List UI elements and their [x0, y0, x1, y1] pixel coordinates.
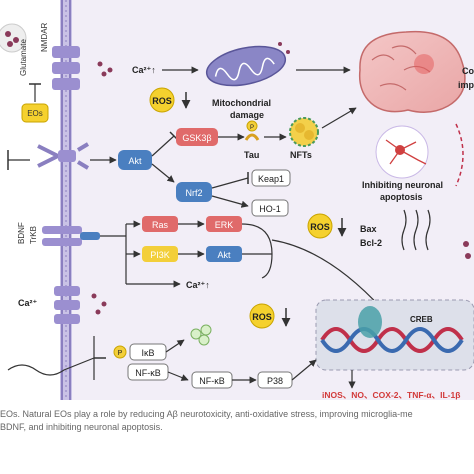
ras-node: Ras — [142, 216, 178, 232]
nucleus — [315, 299, 474, 371]
edge-dot — [465, 253, 471, 259]
eos-badge: EOs — [21, 103, 49, 123]
keap1-node: Keap1 — [251, 169, 291, 187]
cognition-label-2: imp — [458, 80, 474, 90]
ras-label: Ras — [152, 220, 169, 230]
akt-label: Akt — [128, 156, 142, 166]
dashed-loop — [455, 123, 464, 187]
bax-label: Bax — [360, 224, 377, 234]
mitochondrion — [205, 42, 290, 87]
nrf2-inhibit-keap1 — [211, 177, 249, 189]
ros-badge-mid: ROS — [307, 213, 333, 239]
trkb-receptor — [42, 226, 100, 246]
ca-left-label: Ca²⁺ — [18, 298, 38, 308]
neuron-icon — [375, 125, 429, 179]
akt-inhibit-gsk3b — [151, 135, 175, 157]
nrf2-label: Nrf2 — [185, 188, 202, 198]
pathway-diagram: NMDAR Glutamate EOs Ca²⁺↑ Mitochondrial … — [0, 0, 474, 400]
caption-line-1: EOs. Natural EOs play a role by reducing… — [0, 409, 413, 419]
erk-node: ERK — [206, 216, 242, 232]
ca-ion — [101, 71, 107, 77]
ros-label-low: ROS — [252, 312, 272, 322]
wavy-line — [425, 209, 431, 251]
caption-line-2: BDNF, and inhibiting neuronal apoptosis. — [0, 422, 163, 432]
gsk3b-node: GSK3β — [176, 128, 218, 146]
ikb-label: IκB — [141, 348, 154, 358]
keap1-label: Keap1 — [258, 174, 284, 184]
nmdar-label: NMDAR — [40, 22, 49, 52]
p38-node: P38 — [257, 371, 293, 389]
creb-label: CREB — [410, 315, 433, 324]
calcium-channel — [54, 286, 80, 324]
akt2-node: Akt — [206, 246, 242, 262]
pi3k-label: PI3K — [150, 250, 170, 260]
glutamate-cluster — [0, 23, 27, 53]
akt-to-nrf2-arrow — [151, 163, 175, 183]
edge-dot — [463, 241, 469, 247]
ros-label-mid: ROS — [310, 222, 330, 232]
p38-label: P38 — [267, 376, 283, 386]
glutamate-label: Glutamate — [19, 39, 28, 76]
receptor-middle — [37, 142, 90, 170]
wavy-line — [413, 209, 419, 251]
nfkb2-node: NF-κB — [191, 371, 233, 389]
tlr-signal-line — [7, 357, 95, 376]
ca-ion — [107, 67, 113, 73]
ca-ion — [91, 293, 97, 299]
nfts-label: NFTs — [290, 150, 312, 160]
cognition-label-1: Co — [462, 66, 474, 76]
gsk3b-label: GSK3β — [182, 133, 211, 143]
bdnf-label: BDNF — [17, 222, 26, 244]
nrf2-to-ho1-arrow — [211, 195, 249, 208]
figure-caption: EOs. Natural EOs play a role by reducing… — [0, 400, 474, 474]
inhibit-apoptosis-label-1: Inhibiting neuronal — [362, 180, 443, 190]
mito-damage-label-2: damage — [230, 110, 264, 120]
tau-label: Tau — [244, 150, 259, 160]
nfts-cluster — [289, 117, 319, 147]
erk-label: ERK — [215, 220, 234, 230]
ho1-label: HO-1 — [259, 204, 281, 214]
ca-ion — [101, 301, 107, 307]
ros-badge-low: ROS — [249, 303, 275, 329]
ca-ion — [95, 309, 101, 315]
bcl2-label: Bcl-2 — [360, 238, 382, 248]
wavy-line — [401, 209, 407, 251]
ikb-node: IκB — [129, 343, 167, 361]
brain-image — [358, 30, 466, 113]
akt2-label: Akt — [217, 250, 231, 260]
nfts-to-brain-arrow — [321, 107, 357, 129]
phospho-tau: P — [244, 120, 260, 141]
cell-membrane — [60, 0, 72, 400]
ca-up-mid-label: Ca²⁺↑ — [186, 280, 210, 290]
mito-damage-label-1: Mitochondrial — [212, 98, 271, 108]
ca-up-top-label: Ca²⁺↑ — [132, 65, 156, 75]
nfkb2-label: NF-κB — [199, 376, 225, 386]
akt-node: Akt — [118, 150, 152, 170]
ros-badge-top: ROS — [149, 87, 175, 113]
ros-label-top: ROS — [152, 96, 172, 106]
eos-label: EOs — [27, 109, 43, 118]
ho1-node: HO-1 — [251, 199, 289, 217]
ca-ion — [97, 61, 103, 67]
pi3k-node: PI3K — [142, 246, 178, 262]
ikb-degrade-arrow — [165, 339, 185, 353]
phospho-ikb: P — [113, 345, 127, 359]
trkb-label: TrKB — [29, 226, 38, 244]
p-label: P — [250, 125, 254, 131]
svg-text:P: P — [118, 350, 123, 357]
inhibit-apoptosis-label-2: apoptosis — [380, 192, 423, 202]
nfkb-node: NF-κB — [127, 363, 169, 381]
nmdar-receptor — [52, 46, 80, 90]
degraded-ikb — [190, 324, 212, 346]
cytokine-list: iNOS、NO、COX-2、TNF-α、IL-1β — [322, 390, 460, 400]
extracellular-space — [0, 0, 60, 400]
nrf2-node: Nrf2 — [176, 182, 212, 202]
nfkb-label: NF-κB — [135, 368, 161, 378]
